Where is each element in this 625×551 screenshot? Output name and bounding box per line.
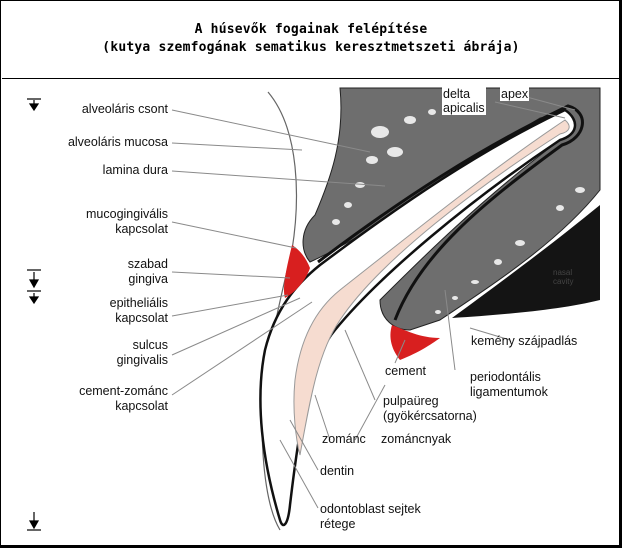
label-sulcus-line2: gingivalis [116, 353, 168, 367]
label-epithelial-line2: kapcsolat [115, 311, 168, 325]
label-cej-line1: cement-zománc [79, 384, 168, 398]
label-nasal-cavity: nasal cavity [553, 268, 573, 286]
periodontal-line [317, 104, 584, 321]
label-apical-delta-line1: delta [443, 87, 471, 101]
label-epithelial-attachment: epitheliális kapcsolat [60, 296, 168, 326]
gingiva-upper [283, 245, 310, 298]
label-alveolar-bone: alveoláris csont [81, 102, 168, 116]
label-pulp-line2: (gyökércsatorna) [383, 409, 477, 423]
label-free-gingiva-line1: szabad [127, 257, 168, 271]
label-cervix: zománcnyak [381, 432, 452, 446]
label-cement: cement [385, 364, 426, 378]
label-alveolar-mucosa: alveoláris mucosa [67, 135, 168, 149]
dimension-markers [27, 98, 41, 531]
label-lamina-dura: lamina dura [102, 163, 168, 177]
label-epithelial-line1: epitheliális [109, 296, 168, 310]
label-enamel: zománc [322, 432, 366, 446]
figure-title: A húsevők fogainak felépítése [194, 22, 428, 37]
label-free-gingiva: szabad gingiva [60, 257, 168, 287]
label-sulcus: sulcus gingivalis [60, 338, 168, 368]
nasal-cavity [452, 205, 600, 318]
gingiva-lower [390, 325, 440, 360]
label-odontoblast-line1: odontoblast sejtek [320, 502, 421, 516]
label-mucogingival-line1: mucogingivális [86, 207, 168, 221]
label-dentin: dentin [320, 464, 355, 478]
soft-tissue-outline [261, 91, 298, 531]
title-divider [2, 78, 619, 79]
label-sulcus-line1: sulcus [132, 338, 168, 352]
label-apex: apex [500, 87, 530, 101]
label-mucogingival-line2: kapcsolat [115, 222, 168, 236]
label-nasal-line2: cavity [553, 277, 574, 286]
bone-trabeculae [332, 109, 585, 314]
label-cej-line2: kapcsolat [115, 399, 168, 413]
label-cej: cement-zománc kapcsolat [60, 384, 168, 414]
label-pdl: periodontális ligamentumok [470, 370, 548, 400]
label-pdl-line2: ligamentumok [470, 385, 548, 399]
label-pdl-line1: periodontális [470, 370, 541, 384]
label-hard-palate: kemény szájpadlás [471, 334, 578, 348]
label-pulp-line1: pulpaüreg [383, 394, 439, 408]
label-odontoblast-line2: rétege [320, 517, 356, 531]
label-apical-delta-line2: apicalis [443, 101, 485, 115]
label-odontoblast-layer: odontoblast sejtek rétege [320, 502, 421, 532]
label-apical-delta: delta apicalis [442, 87, 486, 115]
label-pulp-cavity: pulpaüreg (gyökércsatorna) [383, 394, 477, 424]
label-nasal-line1: nasal [553, 268, 573, 277]
label-mucogingival: mucogingivális kapcsolat [60, 207, 168, 237]
leader-lines [171, 91, 576, 509]
figure-subtitle: (kutya szemfogának sematikus keresztmets… [102, 40, 520, 55]
pulp-cavity [293, 119, 570, 456]
label-free-gingiva-line2: gingiva [128, 272, 168, 286]
